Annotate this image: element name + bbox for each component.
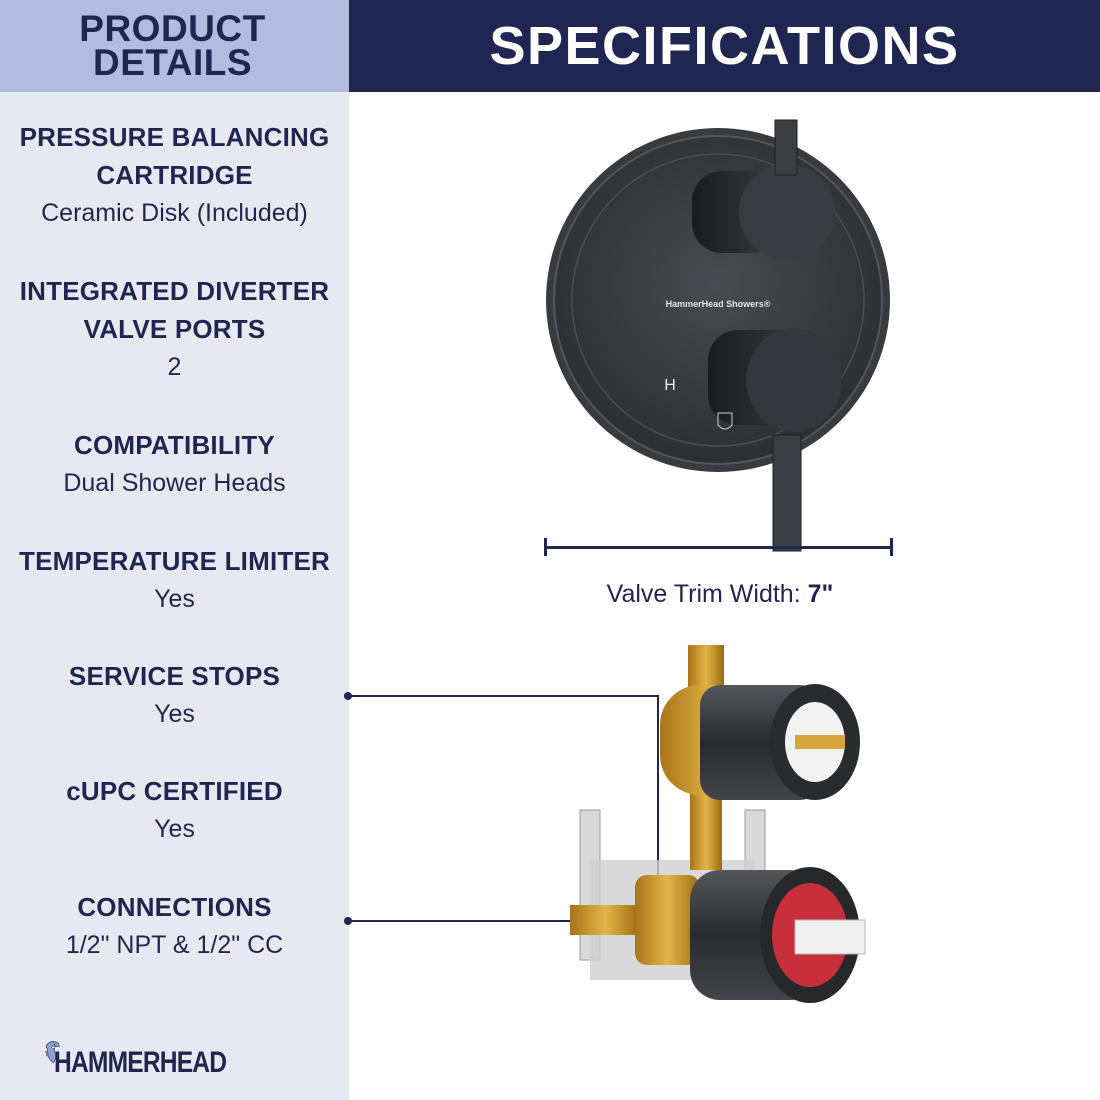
- spec-label: PRESSURE BALANCING: [19, 122, 330, 152]
- hot-marker: H: [664, 377, 676, 394]
- spec-integrated-diverter: INTEGRATED DIVERTER VALVE PORTS 2: [0, 272, 349, 386]
- header-line-1: PRODUCT: [79, 8, 266, 49]
- logo-wordmark: HAMMERHEAD: [54, 1046, 227, 1079]
- shark-mascot-icon: [45, 1041, 60, 1063]
- spec-value: Yes: [154, 700, 195, 728]
- callout-line-connections: [348, 920, 573, 922]
- cupc-mark-icon: [717, 412, 733, 430]
- trim-width-value: 7": [807, 580, 834, 608]
- spec-value: Yes: [154, 815, 195, 843]
- dimension-line: [545, 546, 893, 549]
- spec-value: Dual Shower Heads: [63, 469, 286, 497]
- spec-label: VALVE PORTS: [83, 314, 266, 344]
- spec-value: 2: [167, 353, 182, 381]
- spec-label: CARTRIDGE: [96, 160, 253, 190]
- spec-label: SERVICE STOPS: [68, 661, 281, 691]
- spec-compatibility: COMPATIBILITY Dual Shower Heads: [0, 426, 349, 502]
- spec-cupc-certified: cUPC CERTIFIED Yes: [0, 772, 349, 848]
- callout-line-service-stops-vertical: [657, 695, 659, 925]
- dimension-cap-right: [890, 538, 893, 556]
- spec-label: cUPC CERTIFIED: [66, 776, 283, 806]
- specifications-title: SPECIFICATIONS: [489, 16, 960, 76]
- spec-value: 1/2" NPT & 1/2" CC: [65, 931, 284, 959]
- rough-in-valve-image: [570, 645, 866, 1003]
- spec-pressure-balancing-cartridge: PRESSURE BALANCING CARTRIDGE Ceramic Dis…: [0, 118, 349, 232]
- spec-label: TEMPERATURE LIMITER: [19, 546, 330, 576]
- faceplate-brand-text: HammerHead Showers®: [666, 299, 771, 309]
- spec-value: Yes: [154, 585, 195, 613]
- spec-label: CONNECTIONS: [77, 892, 272, 922]
- product-details-header: PRODUCT DETAILS: [0, 0, 349, 92]
- spec-temperature-limiter: TEMPERATURE LIMITER Yes: [0, 542, 349, 618]
- trim-width-caption: Valve Trim Width: 7": [540, 580, 900, 609]
- specifications-header: SPECIFICATIONS: [349, 0, 1100, 92]
- spec-value: Ceramic Disk (Included): [41, 199, 308, 227]
- dimension-cap-left: [544, 538, 547, 556]
- trim-width-label: Valve Trim Width:: [606, 580, 801, 608]
- spec-service-stops: SERVICE STOPS Yes: [0, 657, 349, 733]
- header-line-2: DETAILS: [92, 42, 253, 83]
- spec-label: INTEGRATED DIVERTER: [19, 276, 330, 306]
- callout-line-service-stops: [348, 695, 658, 697]
- hammerhead-logo: HAMMERHEAD: [44, 1018, 264, 1084]
- valve-trim-image: HammerHead Showers® H: [546, 119, 890, 552]
- spec-sidebar: [0, 92, 349, 1100]
- spec-connections: CONNECTIONS 1/2" NPT & 1/2" CC: [0, 888, 349, 964]
- spec-label: COMPATIBILITY: [74, 430, 275, 460]
